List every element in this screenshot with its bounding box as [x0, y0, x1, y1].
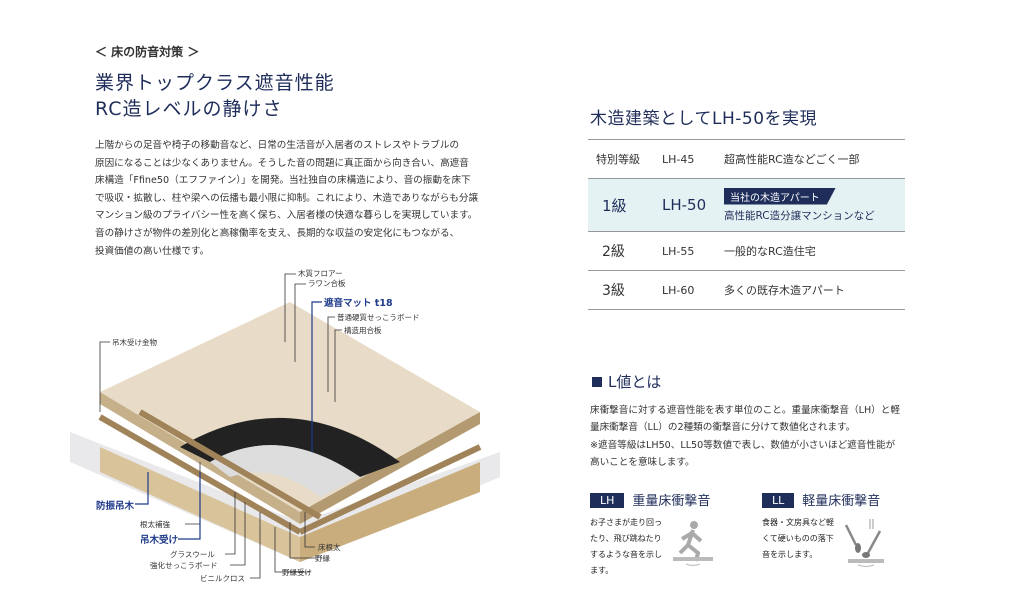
headline-line-1: 業界トップクラス遮音性能 [95, 72, 335, 94]
body-line: で吸収・拡散し、柱や梁への伝播も最小限に抑制。これにより、木造でありながらも分譲 [95, 192, 479, 204]
lvalue-para-1: 床衝撃音に対する遮音性能を表す単位のこと。重量床衝撃音（LH）と軽量床衝撃音（L… [590, 402, 910, 436]
text-line: たり、飛び跳ねたり [590, 534, 662, 543]
label-nobuchi-recv: 野縁受け [282, 568, 312, 577]
right-title: 木造建築としてLH-50を実現 [590, 109, 818, 129]
label-reinforced-gypsum: 強化せっこうボード [150, 561, 218, 570]
grade-cell: 3級 [602, 283, 625, 299]
body-line: 原因になることは少なくありません。そうした音の問題に真正面から向き合い、高遮音 [95, 157, 469, 169]
value-cell: LH-45 [662, 152, 695, 166]
text-line: 高いことを意味します。 [590, 457, 695, 468]
value-cell: LH-55 [662, 244, 695, 258]
body-line: マンション級のプライバシー性を高く保ち、入居者様の快適な暮らしを実現しています。 [95, 210, 478, 222]
body-line: 上階からの足音や椅子の移動音など、日常の生活音が入居者のストレスやトラブルの [95, 140, 460, 151]
label-vinyl: ビニルクロス [200, 574, 245, 583]
lvalue-heading-text: L値とは [608, 373, 662, 391]
lh-title: 重量床衝撃音 [632, 494, 711, 509]
lh-badge: LH [590, 493, 625, 508]
label-lauan: ラワン合板 [308, 279, 346, 288]
lh-block: LH 重量床衝撃音 お子さまが走り回ったり、飛び跳ねたりするような音を示します。 [590, 489, 713, 579]
text-line: 床衝撃音に対する遮音性能を表す単位のこと。重量床衝撃音（LH）と軽 [590, 405, 900, 416]
label-wood-floor: 木質フロアー [298, 269, 343, 278]
desc-cell: 多くの既存木造アパート [724, 284, 845, 297]
label-floor-joist: 床根太 [318, 543, 341, 552]
label-structural: 構造用合板 [344, 326, 382, 335]
text-line: ※遮音等級はLH50、LL50等数値で表し、数値が小さいほど遮音性能が [590, 440, 896, 451]
label-hanger-recv: 吊木受け [140, 535, 179, 546]
headline-line-2: RC造レベルの静けさ [95, 98, 283, 120]
floor-cutaway-illustration [70, 273, 500, 579]
table-row-highlight: 1級 LH-50 当社の木造アパート高性能RC造分譲マンションなど [588, 179, 905, 232]
body-line: 投資価値の高い仕様です。 [95, 245, 210, 257]
square-bullet-icon [592, 377, 602, 387]
company-tag: 当社の木造アパート [724, 187, 836, 205]
ll-badge: LL [762, 493, 795, 508]
lvalue-heading: L値とは [592, 371, 661, 392]
body-text: 上階からの足音や椅子の移動音など、日常の生活音が入居者のストレスやトラブルの 原… [95, 137, 480, 260]
ll-title: 軽量床衝撃音 [802, 494, 881, 509]
grade-cell: 特別等級 [596, 153, 640, 166]
running-person-icon [673, 521, 713, 566]
body-line: 床構造「Ffine50（エフファイン）」を開発。当社独自の床構造により、音の振動… [95, 175, 471, 187]
grade-table: 特別等級 LH-45 超高性能RC造などごく一部 1級 LH-50 当社の木造アパート高… [588, 139, 905, 310]
value-cell: LH-50 [662, 196, 707, 214]
label-anti-vib: 防振吊木 [96, 501, 135, 512]
ll-desc: 食器・文房具など軽くて硬いものの落下音を示します。 [762, 515, 842, 563]
desc-cell: 超高性能RC造などごく一部 [724, 153, 860, 166]
falling-spoon-icon [844, 519, 884, 567]
text-line: お子さまが走り回っ [590, 518, 662, 527]
table-row: 特別等級 LH-45 超高性能RC造などごく一部 [588, 140, 905, 179]
label-nobuchi: 野縁 [315, 554, 330, 563]
headline: 業界トップクラス遮音性能 RC造レベルの静けさ [95, 70, 335, 122]
floor-structure-diagram: 木質フロアー ラワン合板 遮音マット t18 普通硬質せっこうボード 構造用合板… [60, 262, 510, 602]
value-cell: LH-60 [662, 283, 695, 297]
text-line: するような音を示し [590, 550, 662, 559]
desc-cell: 高性能RC造分譲マンションなど [724, 209, 875, 222]
grade-cell: 2級 [602, 244, 625, 260]
lh-desc: お子さまが走り回ったり、飛び跳ねたりするような音を示します。 [590, 515, 670, 579]
label-mat: 遮音マット t18 [324, 298, 393, 309]
body-line: 音の静けさが物件の差別化と高稼働率を支え、長期的な収益の安定化にもつながる、 [95, 227, 460, 239]
table-row: 3級 LH-60 多くの既存木造アパート [588, 271, 905, 310]
table-row: 2級 LH-55 一般的なRC造住宅 [588, 232, 905, 271]
text-line: 食器・文房具など軽 [762, 518, 834, 527]
text-line: 量床衝撃音（LL）の2種類の衝撃音に分けて数値化されます。 [590, 422, 856, 433]
lvalue-para-2: ※遮音等級はLH50、LL50等数値で表し、数値が小さいほど遮音性能が高いことを… [590, 437, 910, 471]
desc-cell: 一般的なRC造住宅 [724, 245, 816, 258]
ll-block: LL 軽量床衝撃音 食器・文房具など軽くて硬いものの落下音を示します。 [762, 489, 884, 567]
section-label: ＜ 床の防音対策 ＞ [95, 45, 200, 59]
grade-cell: 1級 [602, 196, 627, 215]
text-line: ます。 [590, 566, 614, 575]
label-joist-reinf: 根太補強 [140, 520, 170, 529]
text-line: 音を示します。 [762, 550, 818, 559]
label-hanger-metal: 吊木受け金物 [112, 338, 157, 347]
label-glass-wool: グラスウール [170, 550, 215, 559]
label-gypsum: 普通硬質せっこうボード [337, 313, 420, 322]
text-line: くて硬いものの落下 [762, 534, 834, 543]
